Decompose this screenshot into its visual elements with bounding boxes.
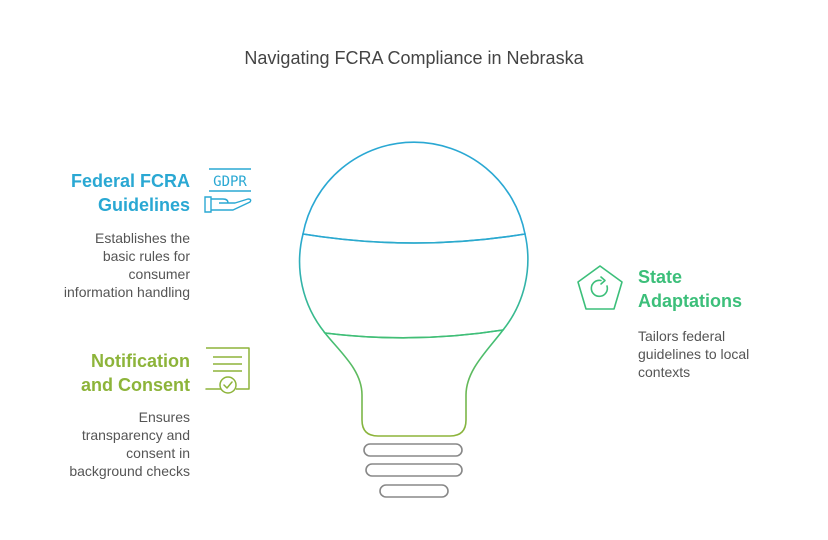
gdpr-icon-text: GDPR <box>213 174 247 190</box>
federal-heading: Federal FCRA Guidelines <box>70 171 190 215</box>
state-description: Tailors federal guidelines to local cont… <box>638 328 750 380</box>
gdpr-hand-icon: GDPR <box>204 168 252 213</box>
bulb-top-segment <box>302 141 526 244</box>
bulb-middle-segment <box>298 233 529 339</box>
certificate-icon <box>205 347 250 394</box>
refresh-pentagon-icon <box>577 265 623 310</box>
notification-description: Ensures transparency and consent in back… <box>69 409 190 479</box>
bulb-bottom-segment <box>323 328 505 437</box>
bulb-base-ring <box>365 463 463 477</box>
notification-heading: Notification and Consent <box>80 351 190 395</box>
bulb-base-ring <box>363 443 463 457</box>
federal-description: Establishes the basic rules for consumer… <box>63 230 190 300</box>
state-heading: State Adaptations <box>638 267 743 311</box>
page-title: Navigating FCRA Compliance in Nebraska <box>244 48 584 68</box>
bulb-base-ring <box>379 484 449 498</box>
